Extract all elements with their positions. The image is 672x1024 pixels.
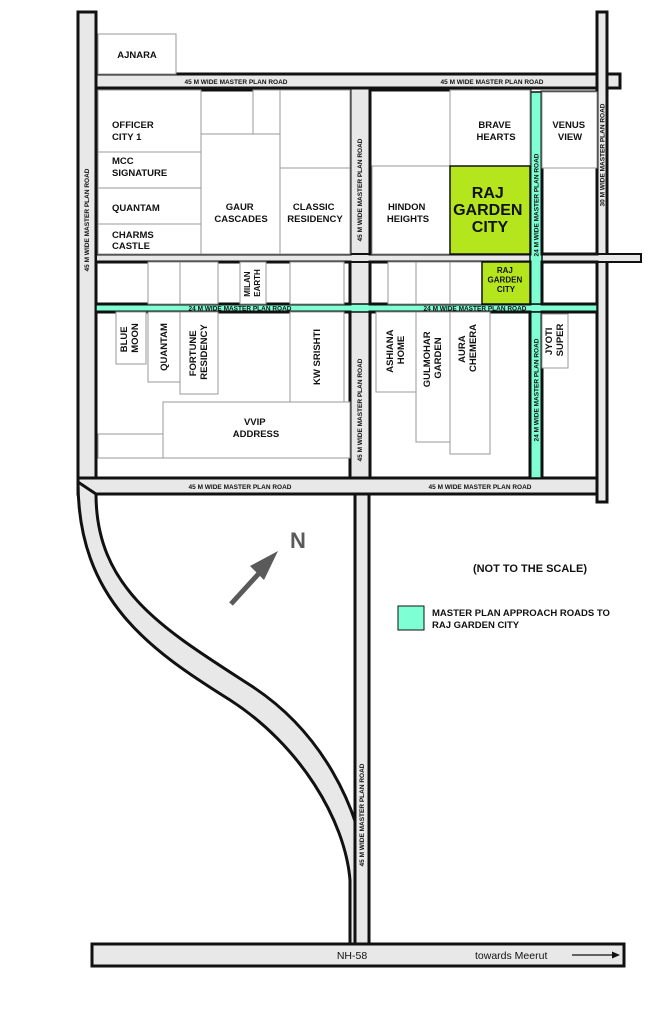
label-top-45m-left: 45 M WIDE MASTER PLAN ROAD <box>185 79 288 86</box>
label-gaur-cascades: GAUR CASCADES <box>214 202 267 225</box>
label-officer-city-1: OFFICER CITY 1 <box>112 120 156 143</box>
plot-strip-2 <box>179 261 219 305</box>
label-mcc-signature: MCC SIGNATURE <box>112 156 167 179</box>
label-right-24m-upper: 24 M WIDE MASTER PLAN ROAD <box>534 153 541 256</box>
label-center-45m-middle: 45 M WIDE MASTER PLAN ROAD <box>357 358 364 461</box>
plot-fortune-residency[interactable] <box>179 311 219 395</box>
plot-brave-hearts[interactable] <box>449 89 531 167</box>
compass-north-label: N <box>290 528 306 553</box>
plot-quantam-lower[interactable] <box>147 311 181 383</box>
north-arrow-icon <box>229 551 278 606</box>
scale-note: (NOT TO THE SCALE) <box>473 563 587 575</box>
road-labels: 45 M WIDE MASTER PLAN ROAD 45 M WIDE MAS… <box>84 79 620 962</box>
label-raj-garden-city: RAJ GARDEN CITY <box>453 185 527 236</box>
legend-swatch <box>397 605 425 631</box>
legend: MASTER PLAN APPROACH ROADS TO RAJ GARDEN… <box>397 605 613 631</box>
plot-gaur-cascades[interactable] <box>200 133 281 255</box>
plot-strip-5 <box>415 261 451 305</box>
label-far-right-30m: 30 M WIDE MASTER PLAN ROAD <box>600 103 607 206</box>
plot-strip-1 <box>147 261 181 305</box>
legend-label: MASTER PLAN APPROACH ROADS TO RAJ GARDEN… <box>432 608 613 631</box>
label-fortune-residency: FORTUNE RESIDENCY <box>188 324 210 380</box>
plot-venus-view[interactable] <box>541 91 598 169</box>
label-kw-srishti: KW SRISHTI <box>312 329 323 385</box>
plot-raj-garden-city-small[interactable] <box>481 261 531 305</box>
plot-jyoti-super[interactable] <box>541 313 569 369</box>
plot-labels: AJNARA OFFICER CITY 1 MCC SIGNATURE QUAN… <box>112 50 587 440</box>
label-vvip-address: VVIP ADDRESS <box>233 417 279 440</box>
label-center-45m-upper: 45 M WIDE MASTER PLAN ROAD <box>357 138 364 241</box>
plot-strip-3 <box>289 261 345 305</box>
plot-vvip-address[interactable] <box>162 401 351 459</box>
road-center-45m-lower <box>353 492 371 946</box>
label-raj-garden-city-small: RAJ GARDEN CITY <box>488 266 525 294</box>
label-bottom-45m-left: 45 M WIDE MASTER PLAN ROAD <box>189 484 292 491</box>
label-jyoti-super: JYOTI SUPER <box>544 323 566 356</box>
plot-classic-residency[interactable] <box>279 167 351 255</box>
label-mid-24m-right: 24 M WIDE MASTER PLAN ROAD <box>424 306 527 313</box>
plot-hindon-heights[interactable] <box>371 165 451 255</box>
plot-gaur-top <box>252 89 281 135</box>
label-towards-meerut: towards Meerut <box>475 950 547 962</box>
plot-charms-castle[interactable] <box>97 223 202 255</box>
road-nh58 <box>90 942 626 968</box>
plot-milan-earth[interactable] <box>239 261 267 305</box>
plot-ajnara[interactable] <box>97 33 177 75</box>
plot-classic-top <box>279 89 351 169</box>
label-aura-chemera: AURA CHEMERA <box>457 324 479 372</box>
label-quantam-lower: QUANTAM <box>159 323 170 371</box>
label-center-45m-lower: 45 M WIDE MASTER PLAN ROAD <box>359 763 366 866</box>
label-top-45m-right: 45 M WIDE MASTER PLAN ROAD <box>441 79 544 86</box>
plot-lower-left-small <box>97 433 164 459</box>
plot-aura-chemera[interactable] <box>449 311 491 455</box>
label-nh58: NH-58 <box>337 950 368 962</box>
plot-raj-garden-city[interactable] <box>449 165 531 255</box>
label-hindon-heights: HINDON HEIGHTS <box>387 202 429 225</box>
label-classic-residency: CLASSIC RESIDENCY <box>287 202 343 225</box>
plot-kw-srishti[interactable] <box>289 311 345 403</box>
label-ashiana-home: ASHIANA HOME <box>385 327 407 373</box>
label-charms-castle: CHARMS CASTLE <box>112 230 156 252</box>
road-curved-left <box>76 479 370 946</box>
arrow-right-icon <box>572 951 620 959</box>
plot-strip-6 <box>449 261 483 305</box>
plot-blue-moon[interactable] <box>115 311 147 365</box>
label-ajnara: AJNARA <box>117 50 157 61</box>
label-gulmohar-garden: GULMOHAR GARDEN <box>422 329 444 388</box>
label-blue-moon: BLUE MOON <box>119 323 141 353</box>
label-bottom-45m-right: 45 M WIDE MASTER PLAN ROAD <box>429 484 532 491</box>
compass: N <box>229 528 306 606</box>
plots <box>97 33 598 459</box>
label-right-24m-lower: 24 M WIDE MASTER PLAN ROAD <box>534 338 541 441</box>
plot-quantam-upper[interactable] <box>97 187 202 225</box>
label-quantam-upper: QUANTAM <box>112 203 160 214</box>
label-left-45m: 45 M WIDE MASTER PLAN ROAD <box>84 168 91 271</box>
label-milan-earth: MILAN EARTH <box>243 269 262 297</box>
label-venus-view: VENUS VIEW <box>552 120 587 143</box>
label-brave-hearts: BRAVE HEARTS <box>476 120 515 143</box>
plot-strip-4 <box>387 261 417 305</box>
plot-mcc-signature[interactable] <box>97 151 202 189</box>
label-mid-24m-left: 24 M WIDE MASTER PLAN ROAD <box>189 306 292 313</box>
